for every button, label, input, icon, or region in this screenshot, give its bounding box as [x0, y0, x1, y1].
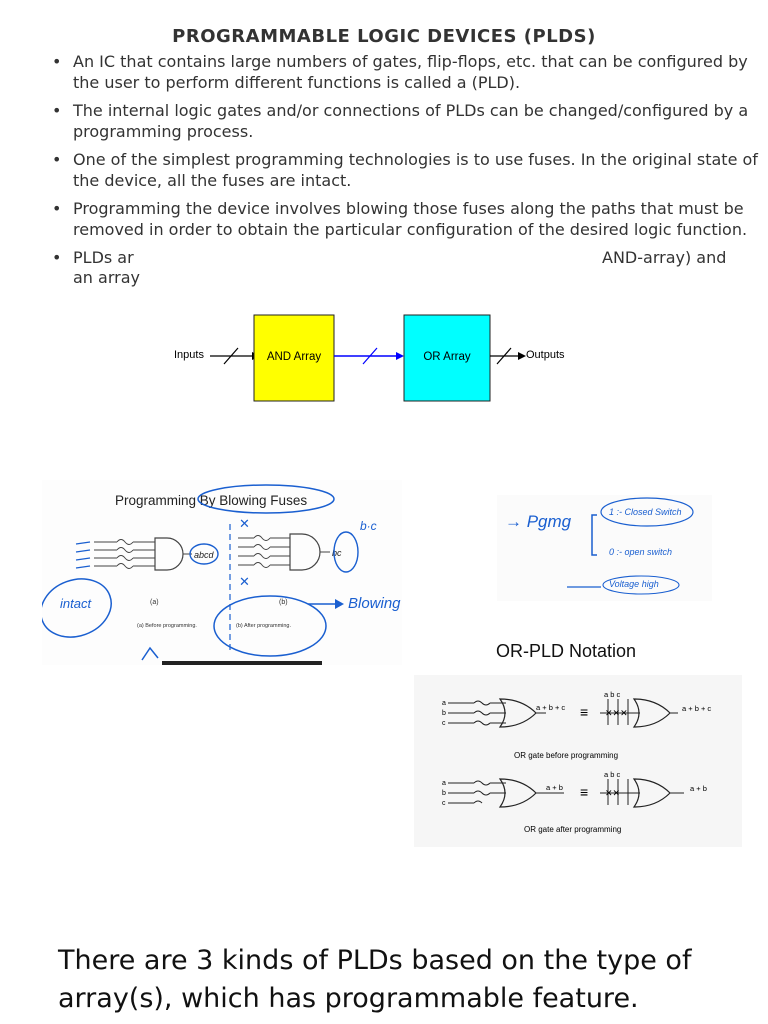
bullet-marker: • — [52, 150, 62, 169]
bullet-item-partial: • PLDs ar AND-array) and an array — [52, 248, 758, 288]
bullet-text: Programming the device involves blowing … — [73, 199, 748, 239]
bullet-text-line2: an array — [73, 268, 140, 287]
input-ticks — [75, 541, 91, 569]
or-gate-before: a b c a + b + c ≡ a b c ✕✕✕ a + — [442, 690, 711, 728]
caption-before-programming: OR gate before programming — [514, 751, 618, 760]
abc-label: a b c — [604, 690, 621, 699]
fuse-programming-figure: Programming By Blowing Fuses abcd bc — [40, 480, 402, 665]
note-blowing: Blowing — [348, 595, 401, 612]
bullet-list: • An IC that contains large numbers of ga… — [52, 52, 758, 296]
svg-text:≡: ≡ — [580, 784, 588, 800]
circuit-b — [238, 533, 330, 571]
or-pld-notation-figure: OR-PLD Notation a b c a + b + c ≡ a b c — [414, 625, 742, 847]
caption-before: (a) Before programming. — [137, 623, 197, 629]
bullet-item: • An IC that contains large numbers of ga… — [52, 52, 758, 93]
caption-after: (b) After programming. — [236, 623, 291, 629]
pgmg-word: → Pgmg — [505, 512, 572, 531]
bullet-text: One of the simplest programming technolo… — [73, 150, 758, 190]
output-circle-a — [189, 543, 219, 565]
after-circle — [213, 595, 327, 657]
svg-text:c: c — [442, 800, 446, 807]
bullet-text-right: AND-array) and — [602, 248, 727, 267]
bullet-text: The internal logic gates and/or connecti… — [73, 101, 749, 141]
note-bc: b·c — [360, 519, 377, 533]
bullet-text-left: PLDs ar — [73, 248, 134, 267]
closed-switch-circle — [600, 497, 694, 527]
svg-text:b: b — [442, 790, 446, 797]
video-bar — [162, 661, 322, 665]
bullet-item: • Programming the device involves blowing… — [52, 199, 758, 240]
heading-circle — [197, 484, 335, 514]
and-to-or-arrow — [334, 347, 404, 365]
output-before-left: a + b + c — [536, 703, 565, 712]
bullet-marker: • — [52, 101, 62, 120]
bullet-marker: • — [52, 199, 62, 218]
or-gate-after: a b c a + b ≡ a b c ✕✕ a + b — [442, 770, 707, 808]
pgmg-bracket — [591, 514, 597, 556]
or-array-block — [403, 314, 491, 402]
inputs-arrow — [210, 347, 260, 365]
bullet-item: • One of the simplest programming techno… — [52, 150, 758, 191]
ink-mark — [141, 646, 159, 661]
bullet-marker: • — [52, 248, 62, 267]
intact-circle — [40, 578, 112, 638]
bullet-text: An IC that contains large numbers of gat… — [73, 52, 748, 92]
inputs-label: Inputs — [174, 349, 204, 361]
output-after-right: a + b — [690, 784, 707, 793]
blown-fuse-mark: ✕ — [239, 516, 250, 531]
svg-text:✕✕: ✕✕ — [605, 788, 620, 798]
pgmg-line3: Voltage high — [609, 579, 659, 589]
bullet-marker: • — [52, 52, 62, 71]
page-title: PROGRAMMABLE LOGIC DEVICES (PLDS) — [172, 26, 596, 47]
caption-b-tag: (b) — [279, 599, 288, 606]
svg-text:b: b — [442, 710, 446, 717]
output-after-left: a + b — [546, 783, 563, 792]
output-circle-b — [333, 531, 359, 573]
pld-block-diagram: Inputs AND Array OR Array Outputs — [160, 306, 600, 416]
abc-label-after: a b c — [604, 770, 621, 779]
programming-note: → Pgmg 1 :- Closed Switch 0 :- open swit… — [497, 495, 712, 601]
and-array-label: AND Array — [267, 351, 322, 363]
or-pld-heading: OR-PLD Notation — [496, 641, 636, 661]
svg-text:a: a — [442, 700, 446, 707]
fuse-figure-heading: Programming By Blowing Fuses — [115, 493, 307, 508]
note-intact: intact — [60, 596, 92, 611]
gate-a-output: abcd — [194, 550, 215, 560]
blown-fuse-mark: ✕ — [239, 574, 250, 589]
caption-after-programming: OR gate after programming — [524, 825, 621, 834]
svg-text:≡: ≡ — [580, 704, 588, 720]
outputs-arrow — [490, 347, 526, 365]
voltage-circle — [602, 575, 680, 595]
caption-a-tag: (a) — [150, 599, 159, 606]
bullet-item: • The internal logic gates and/or connec… — [52, 101, 758, 142]
svg-text:✕✕✕: ✕✕✕ — [605, 708, 628, 718]
footer-text: There are 3 kinds of PLDs based on the t… — [58, 945, 692, 1014]
circuit-a — [94, 537, 192, 571]
and-array-block — [253, 314, 335, 402]
svg-text:a: a — [442, 780, 446, 787]
svg-text:c: c — [442, 720, 446, 727]
or-array-label: OR Array — [423, 351, 471, 363]
pgmg-line2: 0 :- open switch — [609, 547, 672, 557]
output-before-right: a + b + c — [682, 704, 711, 713]
gate-b-output: bc — [332, 548, 342, 558]
blowing-arrowhead — [335, 599, 344, 609]
pgmg-line1: 1 :- Closed Switch — [609, 507, 682, 517]
outputs-label: Outputs — [526, 349, 565, 361]
